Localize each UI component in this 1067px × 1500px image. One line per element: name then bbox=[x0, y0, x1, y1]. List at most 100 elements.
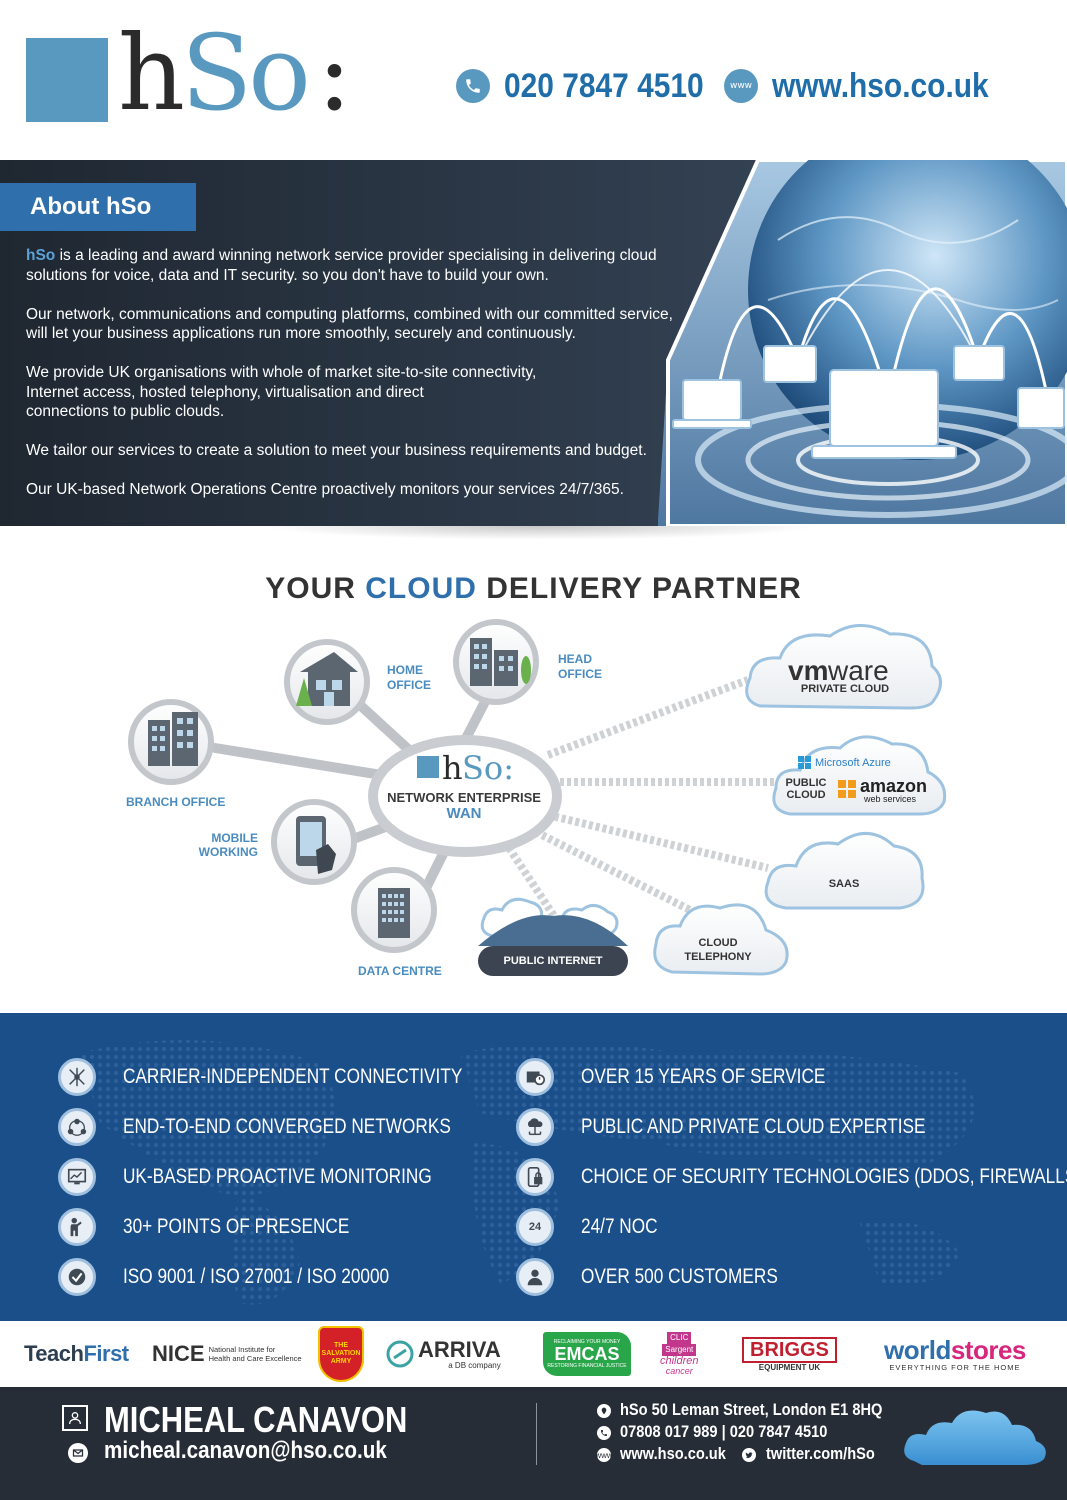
cloud-telephony-label-2: TELEPHONY bbox=[684, 951, 752, 963]
about-paragraph-1: hSo is a leading and award winning netwo… bbox=[26, 246, 676, 285]
customer-icon bbox=[516, 1258, 554, 1296]
feature-years-of-service: OVER 15 YEARS OF SERVICE bbox=[516, 1057, 879, 1097]
clic-line-2: Sargent bbox=[662, 1344, 697, 1356]
about-paragraph-2: Our network, communications and computin… bbox=[26, 305, 673, 343]
features-section: CARRIER-INDEPENDENT CONNECTIVITY END-TO-… bbox=[0, 1013, 1067, 1321]
footer-phone-icon bbox=[597, 1426, 611, 1440]
certificate-badge-icon bbox=[58, 1258, 96, 1296]
feature-security: CHOICE OF SECURITY TECHNOLOGIES (DDOS, F… bbox=[516, 1157, 1067, 1197]
hub-logo-h: h bbox=[442, 749, 463, 787]
network-diagram: h So: NETWORK ENTERPRISE WAN bbox=[0, 610, 1067, 1010]
saas-cloud bbox=[764, 832, 925, 910]
arriva-logo: ARRIVA a DB company bbox=[386, 1321, 501, 1387]
salvation-line-2: SALVATION bbox=[321, 1350, 361, 1357]
header-website[interactable]: www www.hso.co.uk bbox=[724, 64, 1018, 108]
feature-carrier-independent: CARRIER-INDEPENDENT CONNECTIVITY bbox=[58, 1057, 537, 1097]
arriva-swirl-icon bbox=[386, 1340, 414, 1368]
mobile-working-label-1: MOBILE bbox=[211, 831, 258, 845]
nice-sub-1: National Institute for bbox=[208, 1345, 276, 1354]
network-icon bbox=[58, 1058, 96, 1096]
contact-name: MICHEAL CANAVON bbox=[104, 1399, 408, 1440]
feature-customers: OVER 500 CUSTOMERS bbox=[516, 1257, 821, 1297]
cloud-telephony-cloud bbox=[653, 903, 789, 976]
about-title: About hSo bbox=[0, 183, 196, 231]
header-website-url: www.hso.co.uk bbox=[772, 66, 989, 105]
header-phone[interactable]: 020 7847 4510 bbox=[456, 64, 731, 108]
about-p3-line-3: connections to public clouds. bbox=[26, 403, 225, 420]
salvation-line-3: ARMY bbox=[330, 1358, 352, 1365]
logo[interactable]: hSo: bbox=[118, 18, 352, 128]
worldstores-stores: stores bbox=[950, 1334, 1027, 1365]
feature-text: ISO 9001 / ISO 27001 / ISO 20000 bbox=[123, 1265, 390, 1288]
footer: MICHEAL CANAVON micheal.canavon@hso.co.u… bbox=[0, 1387, 1067, 1500]
windows-icon bbox=[798, 756, 811, 769]
data-centre-icon bbox=[378, 888, 410, 938]
footer-twitter[interactable]: twitter.com/hSo bbox=[766, 1444, 875, 1463]
hub-label-line-2: WAN bbox=[447, 805, 482, 822]
feature-text: UK-BASED PROACTIVE MONITORING bbox=[123, 1165, 432, 1188]
home-office-label-2: OFFICE bbox=[387, 678, 431, 692]
hub-logo-so: So: bbox=[462, 749, 514, 787]
public-cloud-label-2: CLOUD bbox=[786, 789, 825, 801]
feature-noc: 24 24/7 NOC bbox=[516, 1207, 674, 1247]
logo-square bbox=[26, 38, 108, 122]
public-cloud-label-1: PUBLIC bbox=[786, 777, 827, 789]
branch-office-label: BRANCH OFFICE bbox=[126, 795, 225, 809]
home-office-label-1: HOME bbox=[387, 663, 423, 677]
about-brand: hSo bbox=[26, 247, 56, 264]
hub-label-line-1: NETWORK ENTERPRISE bbox=[387, 790, 541, 805]
phone-icon bbox=[456, 69, 490, 103]
logo-colon: : bbox=[316, 12, 352, 134]
footer-address: hSo 50 Leman Street, London E1 8HQ bbox=[620, 1400, 883, 1419]
about-paragraph-4: We tailor our services to create a solut… bbox=[26, 442, 647, 459]
feature-text: END-TO-END CONVERGED NETWORKS bbox=[123, 1115, 451, 1138]
public-cloud bbox=[772, 735, 947, 816]
about-body: hSo is a leading and award winning netwo… bbox=[26, 246, 676, 519]
email-icon bbox=[68, 1443, 88, 1463]
world-map-background bbox=[80, 1040, 975, 1305]
header-phone-number: 020 7847 4510 bbox=[504, 66, 704, 105]
feature-text: OVER 500 CUSTOMERS bbox=[581, 1265, 778, 1288]
branch-office-icon bbox=[148, 712, 198, 766]
emcas-logo: RECLAIMING YOUR MONEY EMCAS RESTORING FI… bbox=[543, 1321, 631, 1387]
salvation-army-logo: THE SALVATION ARMY bbox=[318, 1321, 364, 1387]
cloud-partner-title: YOUR CLOUD DELIVERY PARTNER bbox=[0, 572, 1067, 606]
emcas-text: EMCAS bbox=[554, 1344, 620, 1364]
logo-h: h bbox=[118, 12, 185, 134]
footer-phones[interactable]: 07808 017 989 | 020 7847 4510 bbox=[620, 1422, 828, 1441]
location-pin-icon bbox=[597, 1404, 611, 1418]
feature-text: CHOICE OF SECURITY TECHNOLOGIES (DDOS, F… bbox=[581, 1165, 1067, 1188]
clic-line-3: children bbox=[660, 1355, 699, 1367]
nice-logo: NICE National Institute for Health and C… bbox=[152, 1321, 302, 1387]
feature-iso: ISO 9001 / ISO 27001 / ISO 20000 bbox=[58, 1257, 448, 1297]
emcas-sub: RESTORING FINANCIAL JUSTICE bbox=[547, 1363, 627, 1369]
clic-sargent-logo: CLIC Sargent children cancer bbox=[660, 1321, 699, 1387]
feature-end-to-end: END-TO-END CONVERGED NETWORKS bbox=[58, 1107, 523, 1147]
feature-monitoring: UK-BASED PROACTIVE MONITORING bbox=[58, 1157, 500, 1197]
data-centre-label: DATA CENTRE bbox=[358, 964, 442, 978]
contact-email[interactable]: micheal.canavon@hso.co.uk bbox=[104, 1437, 387, 1464]
about-p3-line-2: Internet access, hosted telephony, virtu… bbox=[26, 383, 424, 401]
person-pointer-icon bbox=[58, 1208, 96, 1246]
www-icon: www bbox=[724, 69, 758, 103]
people-network-icon bbox=[58, 1108, 96, 1146]
cloud-connectors bbox=[501, 676, 778, 928]
worldstores-logo: worldstores EVERYTHING FOR THE HOME bbox=[884, 1321, 1026, 1387]
footer-clouds-decoration bbox=[904, 1410, 1046, 1465]
feature-text: PUBLIC AND PRIVATE CLOUD EXPERTISE bbox=[581, 1115, 926, 1138]
vmware-vm: vm bbox=[788, 655, 828, 686]
arriva-text: ARRIVA bbox=[418, 1336, 501, 1362]
head-office-label-1: HEAD bbox=[558, 652, 592, 666]
footer-website[interactable]: www.hso.co.uk bbox=[620, 1444, 726, 1463]
globe-network-image bbox=[658, 160, 1067, 526]
header: hSo: 020 7847 4510 www www.hso.co.uk bbox=[0, 0, 1067, 160]
aws-sub-label: web services bbox=[863, 794, 917, 804]
vmware-private-cloud bbox=[745, 624, 942, 710]
clic-line-4: cancer bbox=[665, 1366, 693, 1376]
feature-text: 24/7 NOC bbox=[581, 1215, 658, 1238]
salvation-line-1: THE bbox=[334, 1342, 348, 1349]
phone-lock-icon bbox=[516, 1158, 554, 1196]
clock-24-icon: 24 bbox=[516, 1208, 554, 1246]
briggs-text: BRIGGS bbox=[742, 1336, 837, 1363]
logo-so: So bbox=[180, 12, 311, 134]
